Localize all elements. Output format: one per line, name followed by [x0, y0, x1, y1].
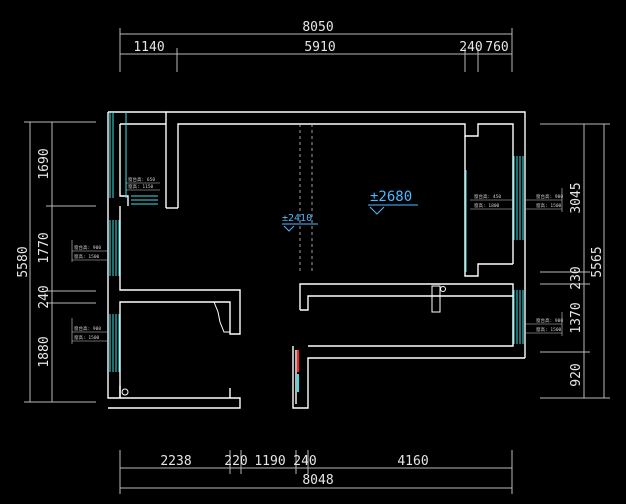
- windows: [109, 112, 524, 372]
- top-dimension-4: 760: [485, 40, 508, 55]
- bottom-dimension-4: 240: [293, 454, 316, 469]
- left-dimension-1: 1690: [37, 148, 52, 179]
- left-dimensions: [24, 121, 96, 403]
- window-tag-5-line2: 窗高: 1500: [536, 202, 562, 209]
- bottom-dimension-5: 4160: [397, 454, 428, 469]
- outer-wall-top-right: [166, 111, 526, 358]
- right-dimension-2: 230: [569, 266, 584, 289]
- top-dimension-1: 1140: [133, 40, 164, 55]
- top-total-dimension: 8050: [302, 20, 333, 35]
- stair-detail: [213, 301, 230, 333]
- level-mark-secondary: ±2410: [282, 213, 318, 232]
- window-tag-1: 窗台高: 650 窗高: 1150: [126, 176, 160, 191]
- window-tag-1-line1: 窗台高: 650: [128, 176, 155, 183]
- outer-wall-bottom-right: [292, 346, 525, 409]
- right-dimension-3: 1370: [569, 302, 584, 333]
- window-tag-2-line1: 窗台高: 900: [74, 244, 101, 251]
- top-dimension-2: 5910: [304, 40, 335, 55]
- left-total-dimension: 5580: [16, 246, 31, 277]
- window-right-lower: [513, 290, 524, 344]
- right-total-dimension: 5565: [590, 246, 605, 277]
- floor-drain: [121, 388, 129, 396]
- walls: [107, 111, 526, 409]
- right-dimension-1: 3045: [569, 182, 584, 213]
- window-tag-3-line2: 窗高: 1500: [74, 334, 100, 341]
- window-tag-1-line2: 窗高: 1150: [128, 183, 154, 190]
- window-tag-5: 窗台高: 900 窗高: 1500: [526, 188, 563, 212]
- left-dimension-4: 1880: [37, 336, 52, 367]
- left-dimension-2: 1770: [37, 232, 52, 263]
- left-dimension-3: 240: [37, 285, 52, 308]
- right-dimensions: [540, 123, 610, 399]
- window-left-middle: [109, 220, 120, 276]
- window-left-nook: [109, 112, 158, 205]
- level-mark-secondary-triangle: [283, 225, 295, 232]
- inner-wall-top: [177, 123, 514, 264]
- level-mark-main-text: ±2680: [370, 189, 412, 205]
- level-mark-secondary-text: ±2410: [282, 213, 312, 224]
- window-tag-5-line1: 窗台高: 900: [536, 193, 563, 200]
- bottom-dimension-3: 1190: [254, 454, 285, 469]
- outer-wall-bottom-left: [107, 195, 241, 409]
- kitchen-partition-wall: [464, 136, 513, 277]
- column-marker: [431, 285, 441, 313]
- top-dimension-3: 240: [459, 40, 482, 55]
- window-tag-2-line2: 窗高: 1500: [74, 253, 100, 260]
- bottom-dimension-1: 2238: [160, 454, 191, 469]
- level-mark-main: ±2680: [368, 189, 418, 215]
- window-tag-4-line1: 窗台高: 450: [474, 193, 501, 200]
- right-dimension-4: 920: [569, 363, 584, 386]
- bottom-total-dimension: 8048: [302, 473, 333, 488]
- window-tag-4-line2: 窗高: 1800: [474, 202, 500, 209]
- column-circle: [440, 286, 446, 292]
- inner-wall-left-nook: [119, 124, 129, 206]
- window-tag-4: 窗台高: 450 窗高: 1800: [470, 193, 512, 210]
- window-tag-3-line1: 窗台高: 900: [74, 325, 101, 332]
- bottom-dimension-2: 220: [224, 454, 247, 469]
- top-dimensions: [119, 28, 513, 72]
- bottom-dimensions: [119, 450, 513, 494]
- window-tag-2: 窗台高: 900 窗高: 1500: [71, 240, 108, 262]
- window-tag-6: 窗台高: 900 窗高: 1500: [526, 312, 563, 336]
- level-mark-main-triangle: [369, 206, 385, 215]
- window-left-lower: [109, 314, 120, 372]
- window-right-upper: [513, 156, 524, 240]
- window-tag-6-line2: 窗高: 1500: [536, 326, 562, 333]
- window-tag-6-line1: 窗台高: 900: [536, 317, 563, 324]
- small-room-partition: [119, 206, 241, 398]
- middle-wall-lower: [300, 295, 513, 311]
- window-tag-3: 窗台高: 900 窗高: 1500: [71, 318, 108, 344]
- middle-wall-upper: [299, 283, 514, 347]
